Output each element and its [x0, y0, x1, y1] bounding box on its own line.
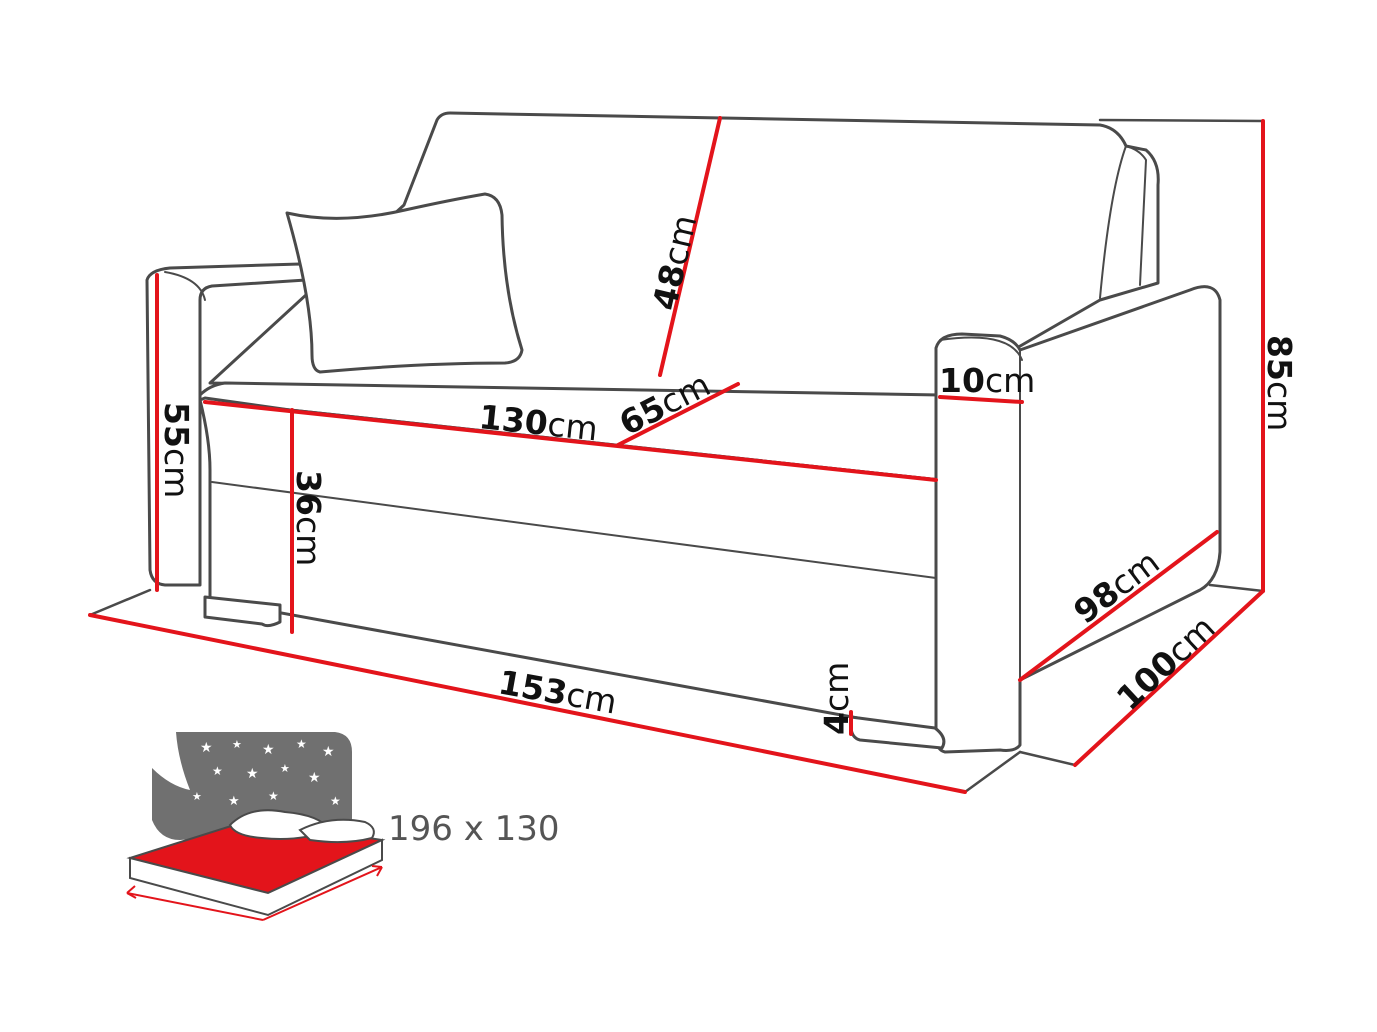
bed-size-label: 196 x 130	[388, 809, 560, 849]
total-depth-line	[1073, 589, 1265, 767]
svg-text:★: ★	[212, 764, 223, 778]
svg-text:★: ★	[262, 742, 275, 758]
svg-text:★: ★	[280, 762, 290, 775]
total-width-line	[88, 613, 967, 794]
sofa-outline	[145, 111, 1222, 754]
svg-text:★: ★	[296, 737, 307, 751]
dimension-lines	[88, 116, 1265, 794]
svg-text:★: ★	[232, 738, 242, 751]
seat-width-line	[203, 400, 938, 482]
back-height-line	[658, 116, 722, 377]
svg-text:★: ★	[268, 789, 279, 803]
seat-width-label: 130cm	[477, 397, 600, 448]
total-height-label: 85cm	[1260, 335, 1299, 431]
armrest-width-line	[938, 395, 1024, 404]
svg-text:★: ★	[200, 740, 213, 756]
stars-icon: ★ ★ ★ ★ ★ ★ ★ ★ ★ ★ ★ ★ ★	[192, 737, 341, 809]
sleeping-area-icon: ★ ★ ★ ★ ★ ★ ★ ★ ★ ★ ★ ★ ★	[126, 732, 386, 921]
leg-height-label: 4cm	[817, 662, 856, 735]
svg-text:★: ★	[308, 770, 321, 786]
svg-text:★: ★	[192, 790, 202, 803]
extension-lines	[88, 118, 1265, 794]
svg-text:★: ★	[246, 766, 259, 782]
armrest-width-label: 10cm	[939, 361, 1035, 400]
armrest-depth-line	[1018, 530, 1219, 682]
seat-height-label: 36cm	[289, 470, 328, 566]
svg-text:★: ★	[322, 744, 335, 760]
svg-text:★: ★	[228, 794, 240, 809]
svg-text:★: ★	[330, 794, 341, 808]
armrest-height-label: 55cm	[157, 402, 196, 498]
seat-depth-line	[616, 382, 740, 447]
